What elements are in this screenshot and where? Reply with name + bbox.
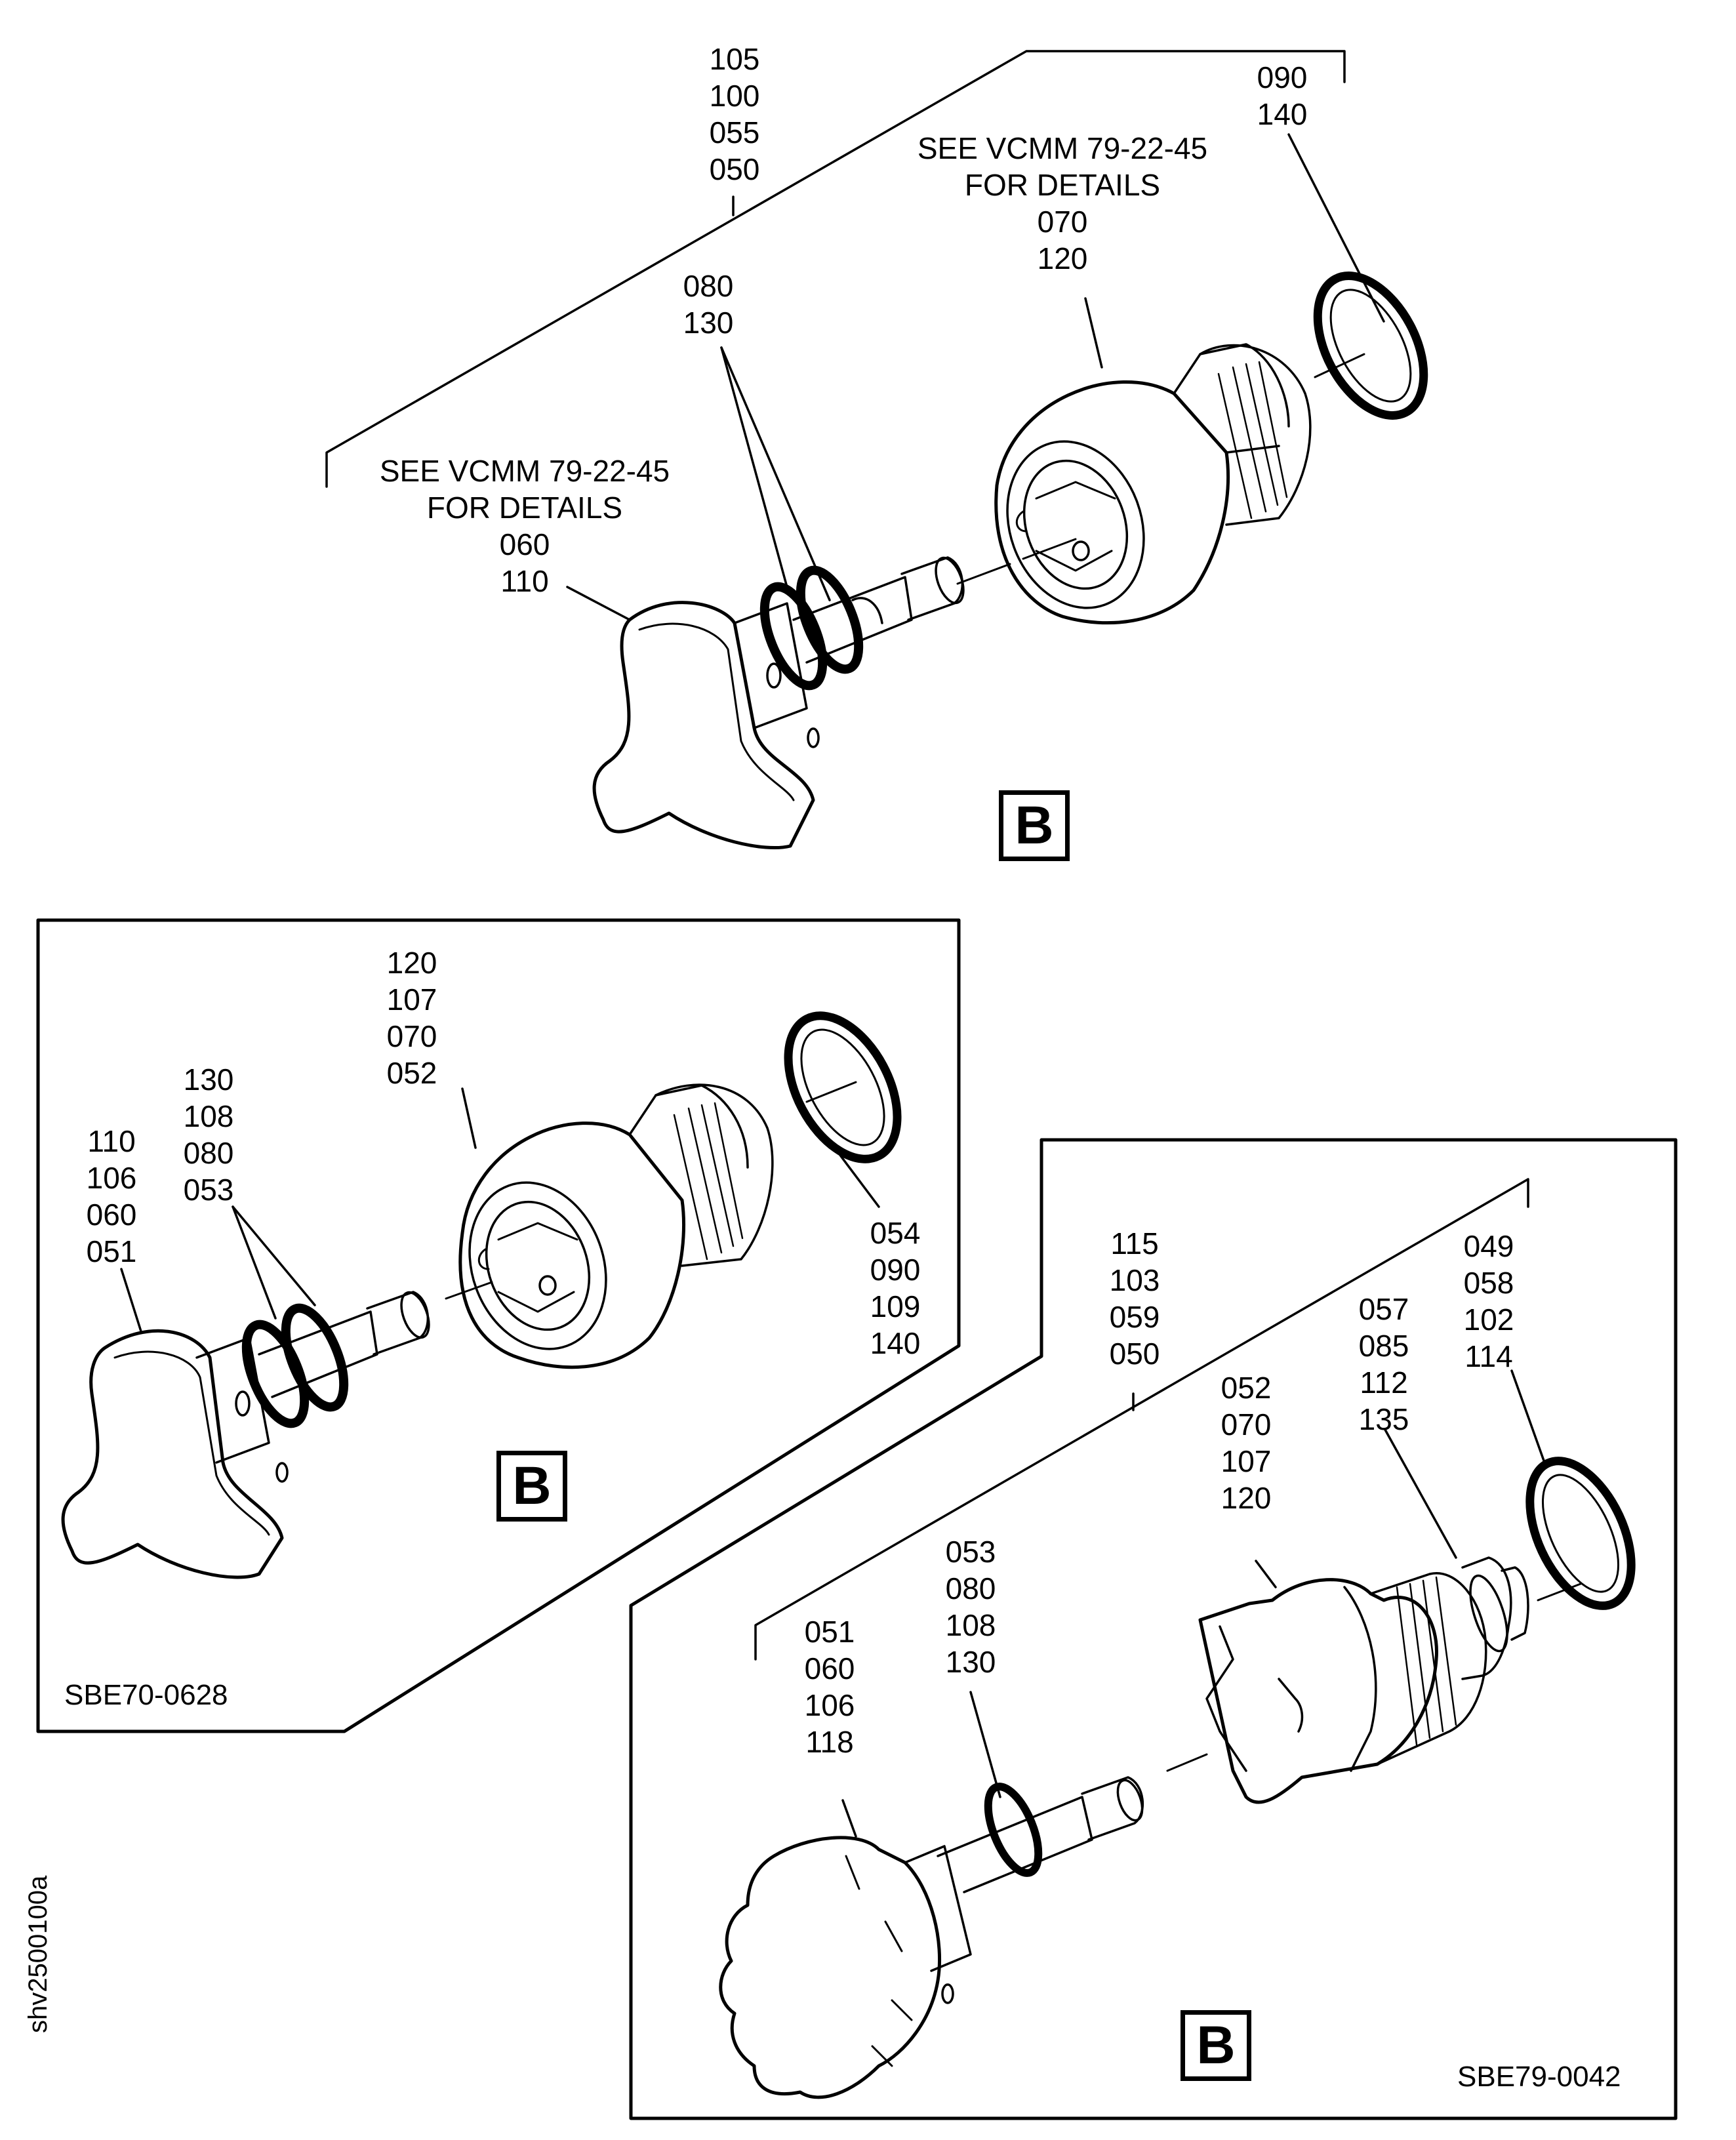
- right-view-frame: [629, 1138, 1678, 2120]
- figure-id: shv2500100a: [24, 1875, 52, 2033]
- right-stem-handle: [719, 1776, 1144, 2099]
- left-view-frame: [36, 918, 961, 1733]
- left-stem-handle: [61, 1291, 430, 1579]
- top-view-drawing: [325, 50, 1428, 849]
- left-view-letter: B: [496, 1451, 567, 1522]
- top-valve-body: [994, 343, 1312, 625]
- top-view-letter: B: [999, 790, 1070, 861]
- right-view-letter: B: [1181, 2010, 1251, 2081]
- right-view-drawing: [629, 1138, 1678, 2120]
- right-view-code: SBE79-0042: [1457, 2061, 1621, 2093]
- right-group-bracket: [754, 1178, 1529, 1661]
- right-o-ring: [1525, 1457, 1636, 1610]
- left-view-drawing: [36, 918, 961, 1733]
- right-valve-body: [1198, 1556, 1529, 1804]
- top-group-bracket: [325, 50, 1346, 488]
- left-o-ring: [784, 1011, 902, 1163]
- left-valve-body: [458, 1083, 774, 1369]
- top-stem-handle: [592, 556, 965, 849]
- top-o-ring: [1313, 272, 1428, 420]
- left-view-code: SBE70-0628: [64, 1679, 228, 1711]
